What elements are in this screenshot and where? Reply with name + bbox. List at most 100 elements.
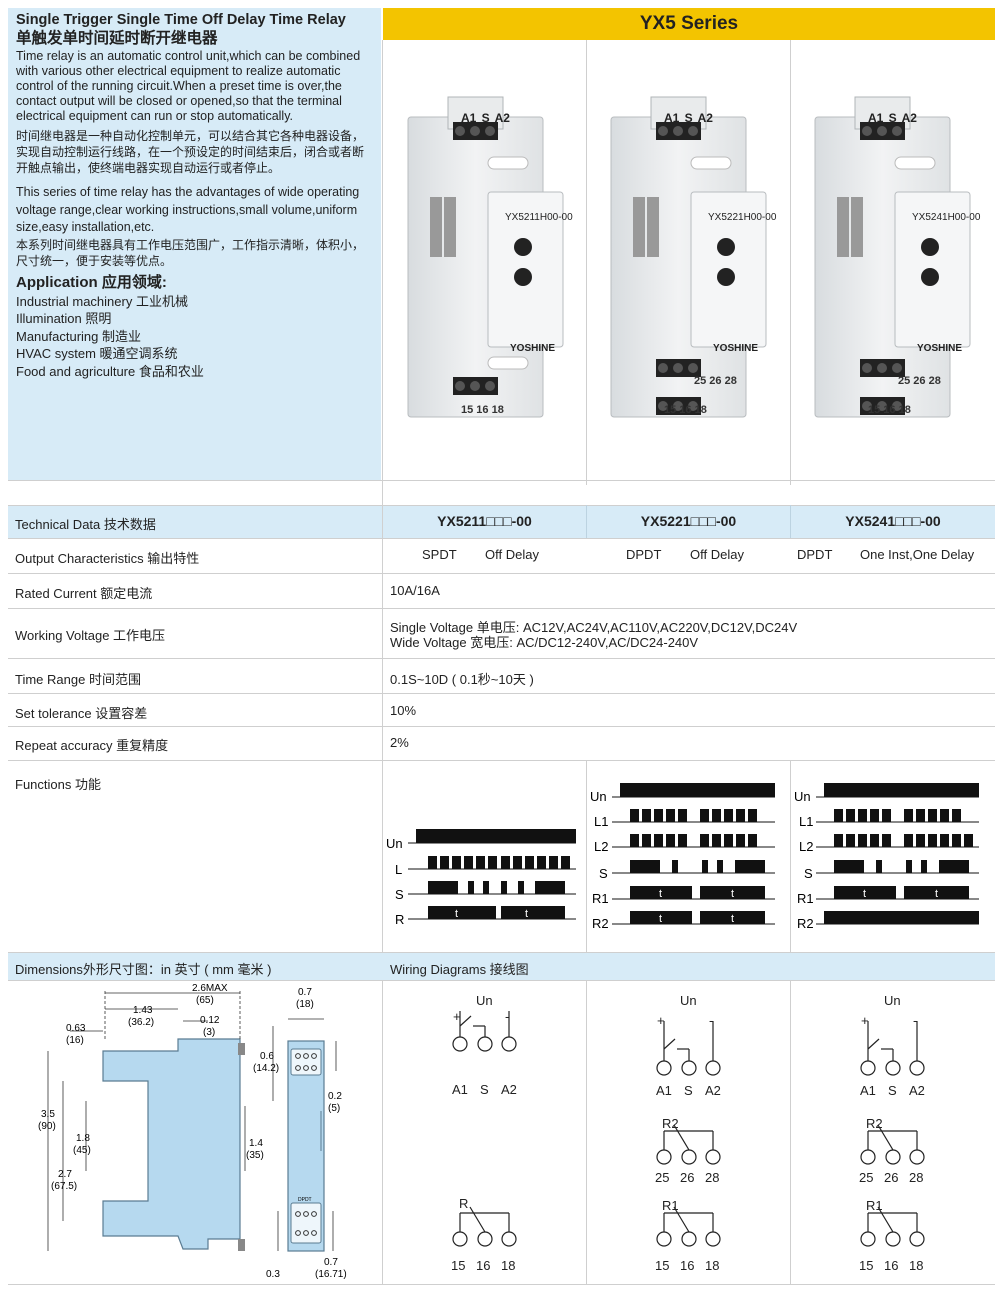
tech-data-label: Technical Data 技术数据 — [15, 517, 156, 532]
device2-bottom-terminals: 15 16 18 — [664, 404, 707, 416]
timing2-label-r1: R1 — [592, 891, 609, 906]
timing2-label-l2: L2 — [594, 839, 608, 854]
dim-label-w-max: 2.6MAX — [192, 983, 228, 994]
dim-label-w3-mm: (16) — [66, 1035, 84, 1046]
timing3-label-l1: L1 — [799, 814, 813, 829]
dim-label-h4: 1.4 — [249, 1138, 263, 1149]
wiring3-term-16: 16 — [884, 1258, 898, 1273]
working-voltage-line1: Single Voltage 单电压: AC12V,AC24V,AC110V,A… — [390, 620, 798, 635]
wiring1-term-15: 15 — [451, 1258, 465, 1273]
timing3-t: t — [935, 888, 938, 900]
timing3-label-l2: L2 — [799, 839, 813, 854]
dim-label-w3: 0.63 — [66, 1023, 86, 1034]
timing3-label-s: S — [804, 866, 813, 881]
wiring3-r2-label: R2 — [866, 1116, 883, 1131]
table-header-row — [8, 505, 995, 538]
device1-bottom-terminals: 15 16 18 — [461, 404, 504, 416]
wiring3-term-26: 26 — [884, 1170, 898, 1185]
timing2-label-un: Un — [590, 789, 607, 804]
wiring2-term-28: 28 — [705, 1170, 719, 1185]
wiring3-plus: + — [861, 1013, 869, 1028]
device1-model: YX5211H00-00 — [505, 212, 573, 223]
timing2-label-s: S — [599, 866, 608, 881]
wiring2-un: Un — [680, 993, 697, 1008]
dim-label-dpdt: DPDT — [298, 1197, 312, 1203]
timing-diagram-3: Un L1 L2 S R1 R2 t t — [794, 783, 979, 931]
timing-diagrams: Un L S R t t Un L1 L2 S R1 R2 — [386, 783, 979, 931]
wiring2-r2-label: R2 — [662, 1116, 679, 1131]
model-header-1: YX5211□□□-00 — [437, 513, 532, 529]
wiring3-r1-label: R1 — [866, 1198, 883, 1213]
timing1-t: t — [525, 908, 528, 920]
dim-label-h3: 2.7 — [58, 1169, 72, 1180]
device2-brand: YOSHINE — [713, 343, 759, 354]
title-en: Single Trigger Single Time Off Delay Tim… — [16, 12, 346, 28]
wiring2-term-26: 26 — [680, 1170, 694, 1185]
wiring1-un: Un — [476, 993, 493, 1008]
device3-model: YX5241H00-00 — [912, 212, 981, 223]
wiring1-term-s: S — [480, 1082, 489, 1097]
device3-mid-terminals: 25 26 28 — [898, 375, 941, 387]
dim-label-h4-mm: (35) — [246, 1150, 264, 1161]
application-item: Food and agriculture 食品和农业 — [16, 363, 204, 379]
intro-para1-en: Time relay is an automatic control unit,… — [16, 49, 361, 123]
dim-label-w1-mm: (36.2) — [128, 1017, 154, 1028]
wiring2-term-18: 18 — [705, 1258, 719, 1273]
output-label: Output Characteristics 输出特性 — [15, 551, 200, 566]
title-zh: 单触发单时间延时断开继电器 — [16, 30, 218, 47]
wiring2-term-s: S — [684, 1083, 693, 1098]
wiring3-un: Un — [884, 993, 901, 1008]
device3-top-terminals: A1 S A2 — [868, 111, 917, 125]
intro-para2-en: This series of time relay has the advant… — [16, 185, 360, 234]
timing3-label-un: Un — [794, 789, 811, 804]
dim-label-s1: 0.2 — [328, 1091, 342, 1102]
timing2-label-r2: R2 — [592, 916, 609, 931]
wiring1-term-a2: A2 — [501, 1082, 517, 1097]
wiring3-term-28: 28 — [909, 1170, 923, 1185]
timing-diagram-1: Un L S R t t — [386, 829, 576, 927]
timing3-label-r1: R1 — [797, 891, 814, 906]
dim-label-h2: 1.8 — [76, 1133, 90, 1144]
dim-label-w1: 1.43 — [133, 1005, 153, 1016]
rated-current-label: Rated Current 额定电流 — [15, 586, 153, 601]
dim-label-t1-mm: (18) — [296, 999, 314, 1010]
wiring1-plus: + — [453, 1009, 461, 1024]
dim-label-h1-mm: (90) — [38, 1121, 56, 1132]
timing3-t: t — [863, 888, 866, 900]
wiring3-term-a2: A2 — [909, 1083, 925, 1098]
application-item: Industrial machinery 工业机械 — [16, 293, 188, 309]
timing3-label-r2: R2 — [797, 916, 814, 931]
output-2-mode: Off Delay — [690, 547, 744, 562]
device1-brand: YOSHINE — [510, 343, 556, 354]
timing1-label-un: Un — [386, 836, 403, 851]
device1-top-terminals: A1 S A2 — [461, 111, 510, 125]
rated-current-value: 10A/16A — [390, 583, 440, 598]
wiring1-term-16: 16 — [476, 1258, 490, 1273]
device2-mid-terminals: 25 26 28 — [694, 375, 737, 387]
set-tolerance-label: Set tolerance 设置容差 — [15, 706, 148, 721]
wiring1-term-18: 18 — [501, 1258, 515, 1273]
device3-bottom-terminals: 15 16 18 — [868, 404, 911, 416]
dim-label-h2-mm: (45) — [73, 1145, 91, 1156]
time-range-value: 0.1S~10D ( 0.1秒~10天 ) — [390, 672, 534, 687]
model-header-2: YX5221□□□-00 — [640, 513, 737, 529]
intro-para1-zh: 时间继电器是一种自动化控制单元，可以结合其它各种电器设备，实现自动控制运行线路，… — [16, 129, 365, 175]
device-2 — [610, 96, 767, 418]
repeat-accuracy-label: Repeat accuracy 重复精度 — [15, 738, 169, 753]
wiring2-term-15: 15 — [655, 1258, 669, 1273]
device3-brand: YOSHINE — [917, 343, 963, 354]
dim-label-b1-mm: (16.71) — [315, 1269, 347, 1280]
timing2-label-l1: L1 — [594, 814, 608, 829]
dimensions-heading: Dimensions外形尺寸图：in 英寸 ( mm 毫米 ) — [15, 962, 272, 977]
time-range-label: Time Range 时间范围 — [15, 672, 141, 687]
device-photos — [407, 96, 971, 418]
device2-model: YX5221H00-00 — [708, 212, 777, 223]
timing1-label-l: L — [395, 862, 402, 877]
dim-label-w2: 0.12 — [200, 1015, 220, 1026]
wiring3-term-15: 15 — [859, 1258, 873, 1273]
timing2-t: t — [659, 888, 662, 900]
dim-label-t1: 0.7 — [298, 987, 312, 998]
set-tolerance-value: 10% — [390, 703, 417, 718]
timing2-t: t — [731, 888, 734, 900]
timing1-label-s: S — [395, 887, 404, 902]
